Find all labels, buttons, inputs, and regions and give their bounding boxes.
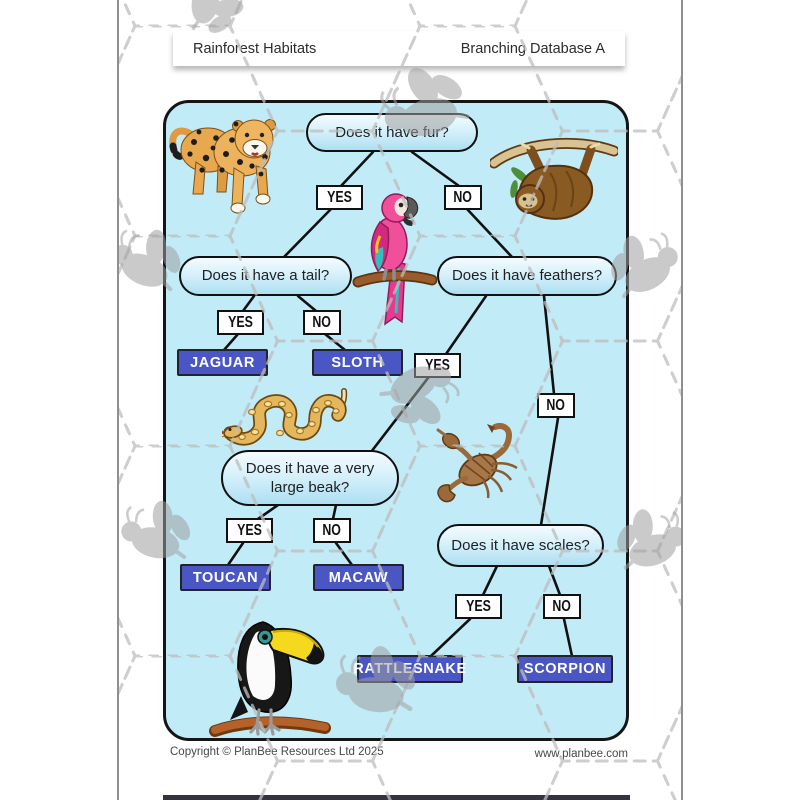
worksheet-type-title: Branching Database A: [460, 40, 605, 57]
question-feathers: Does it have feathers?: [437, 256, 617, 296]
answer-scorpion: SCORPION: [517, 655, 613, 683]
no-tag-tail: NO: [303, 310, 341, 335]
yes-label: YES: [327, 188, 352, 206]
answer-rattlesnake: RATTLESNAKE: [353, 655, 466, 683]
toucan-illustration: [207, 608, 332, 748]
question-tail: Does it have a tail?: [179, 256, 352, 296]
answer-macaw: MACAW: [313, 564, 404, 591]
question-beak: Does it have a very large beak?: [221, 450, 399, 506]
worksheet-topic-title: Rainforest Habitats: [193, 40, 317, 57]
yes-label: YES: [237, 521, 262, 539]
no-tag-scales: NO: [543, 594, 581, 619]
website-link: www.planbee.com: [534, 748, 628, 760]
question-fur: Does it have fur?: [306, 113, 478, 152]
macaw-parrot-illustration: [352, 186, 438, 336]
sloth-illustration: [488, 135, 620, 232]
no-label: NO: [552, 597, 572, 615]
yes-label: YES: [466, 597, 491, 615]
yes-tag-scales: YES: [455, 594, 502, 619]
no-label: NO: [322, 521, 342, 539]
no-label: NO: [546, 396, 566, 414]
yes-tag-feathers: YES: [414, 353, 461, 378]
no-tag-beak: NO: [313, 518, 351, 543]
next-page-edge: [163, 795, 630, 800]
header-bar: Rainforest Habitats Branching Database A: [173, 31, 625, 66]
scorpion-illustration: [432, 423, 527, 510]
answer-jaguar: JAGUAR: [177, 349, 268, 376]
question-scales: Does it have scales?: [437, 524, 604, 567]
yes-tag-fur: YES: [316, 185, 363, 210]
yes-label: YES: [425, 356, 450, 374]
yes-tag-tail: YES: [217, 310, 264, 335]
yes-label: YES: [228, 313, 253, 331]
jaguar-illustration: [166, 102, 296, 222]
no-tag-fur: NO: [444, 185, 482, 210]
no-tag-feathers: NO: [537, 393, 575, 418]
answer-toucan: TOUCAN: [180, 564, 271, 591]
snake-illustration: [216, 382, 352, 453]
no-label: NO: [312, 313, 332, 331]
yes-tag-beak: YES: [226, 518, 273, 543]
no-label: NO: [453, 188, 473, 206]
answer-sloth: SLOTH: [312, 349, 403, 376]
